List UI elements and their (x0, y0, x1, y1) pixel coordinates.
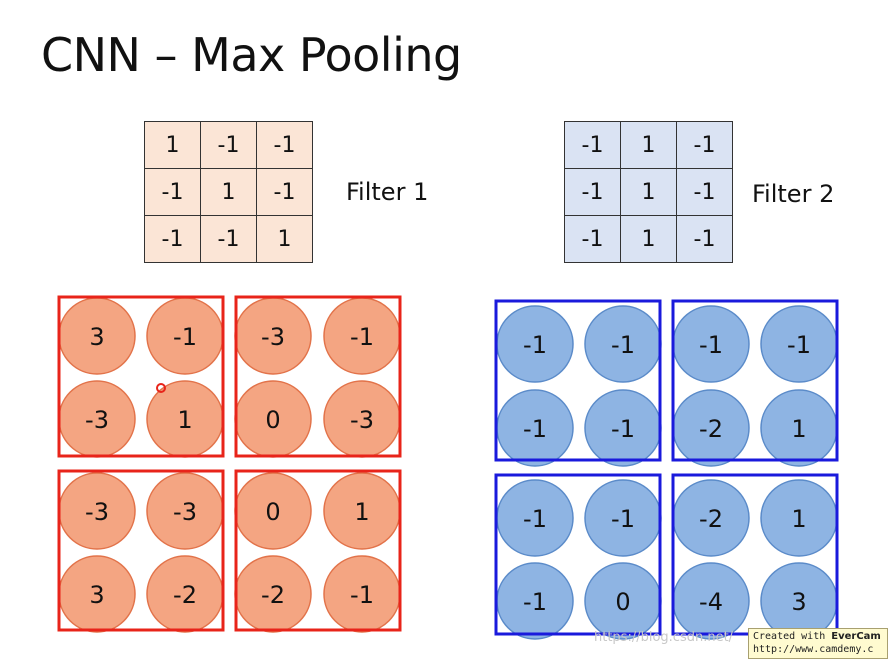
feature-map-value: -2 (173, 581, 197, 609)
filter-2-cell: -1 (564, 168, 621, 216)
feature-map-value: -3 (85, 406, 109, 434)
evercam-brand: EverCam (831, 631, 881, 642)
pooling-window-box (234, 295, 402, 458)
filter-2-cell: 1 (620, 168, 677, 216)
feature-map-value: -1 (787, 331, 811, 359)
evercam-badge: Created with EverCam http://www.camdemy.c (748, 628, 888, 659)
feature-map-value: 1 (791, 505, 806, 533)
feature-map-value: -1 (611, 505, 635, 533)
feature-map-value: -3 (173, 498, 197, 526)
feature-map-value: -4 (699, 588, 723, 616)
pooling-window-box (494, 473, 662, 636)
filter-2-cell: 1 (620, 121, 677, 169)
filter-2-cell: -1 (676, 168, 733, 216)
filter-1-cell: -1 (200, 121, 257, 169)
feature-map-value: -1 (350, 323, 374, 351)
filter-1-cell: 1 (144, 121, 201, 169)
pooling-window-box (57, 469, 225, 632)
feature-map-value: 0 (265, 498, 280, 526)
pooling-window-box (671, 299, 839, 462)
feature-map-value: 3 (791, 588, 806, 616)
evercam-line1-prefix: Created with (753, 631, 832, 642)
filter-2-label: Filter 2 (752, 180, 835, 208)
feature-map-value: 3 (89, 323, 104, 351)
watermark-text: https://blog.csdn.net/ (594, 630, 734, 645)
feature-map-value: -1 (699, 331, 723, 359)
filter-2-matrix: -1 1 -1 -1 1 -1 -1 1 -1 (564, 121, 733, 263)
slide-title: CNN – Max Pooling (41, 28, 462, 82)
filter-1-cell: 1 (200, 168, 257, 216)
filter-1-cell: -1 (200, 215, 257, 263)
feature-map-value: -1 (523, 331, 547, 359)
feature-map-2: -1 -1 -1 -1 -1 -1 -2 1 -1 -1 -2 1 -1 0 -4 3 (494, 299, 839, 640)
filter-1-cell: 1 (256, 215, 313, 263)
pooling-window-box (494, 299, 662, 462)
filter-1-label: Filter 1 (346, 178, 429, 206)
filter-2-cell: -1 (676, 215, 733, 263)
feature-map-value: -1 (611, 415, 635, 443)
filter-1-matrix: 1 -1 -1 -1 1 -1 -1 -1 1 (144, 121, 313, 263)
feature-map-value: 0 (265, 406, 280, 434)
feature-map-value: 3 (89, 581, 104, 609)
filter-2-cell: 1 (620, 215, 677, 263)
filter-1-cell: -1 (144, 168, 201, 216)
feature-map-value: -1 (173, 323, 197, 351)
feature-map-value: -3 (350, 406, 374, 434)
filter-2-cell: -1 (564, 215, 621, 263)
filter-1-cell: -1 (256, 168, 313, 216)
cursor-marker-icon (156, 383, 166, 393)
feature-map-1: 3 -1 -3 -1 -3 1 0 -3 -3 -3 0 1 3 -2 -2 -1 (57, 295, 402, 633)
evercam-url: http://www.camdemy.c (753, 644, 874, 655)
feature-map-value: -1 (523, 415, 547, 443)
feature-map-value: -1 (611, 331, 635, 359)
pooling-window-box (234, 469, 402, 632)
feature-map-value: -3 (85, 498, 109, 526)
pooling-window-box (57, 295, 225, 458)
filter-2-cell: -1 (676, 121, 733, 169)
feature-map-value: -1 (523, 588, 547, 616)
feature-map-value: -2 (699, 505, 723, 533)
feature-map-value: 1 (177, 406, 192, 434)
feature-map-value: -2 (261, 581, 285, 609)
feature-map-value: -1 (350, 581, 374, 609)
filter-2-cell: -1 (564, 121, 621, 169)
feature-map-value: -3 (261, 323, 285, 351)
feature-map-value: -2 (699, 415, 723, 443)
filter-1-cell: -1 (144, 215, 201, 263)
filter-1-cell: -1 (256, 121, 313, 169)
feature-map-value: 1 (791, 415, 806, 443)
feature-map-value: 1 (354, 498, 369, 526)
feature-map-value: 0 (615, 588, 630, 616)
feature-map-value: -1 (523, 505, 547, 533)
